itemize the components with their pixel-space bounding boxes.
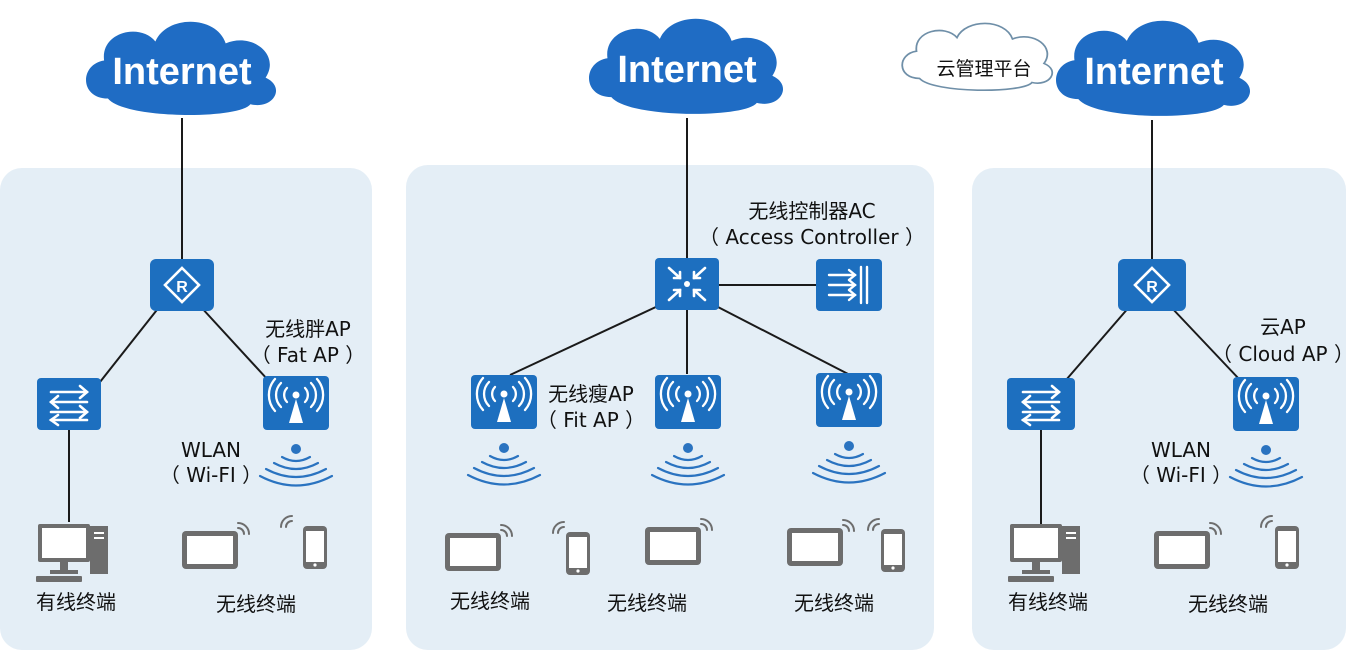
phone-icon: [1275, 526, 1299, 569]
fit-ap-label: 无线瘦AP: [548, 382, 634, 406]
wireless-ap-icon: [816, 373, 882, 427]
switch-icon: [37, 378, 101, 430]
wired-terminal-label: 有线终端: [1008, 590, 1088, 614]
wifi-signal-icon: [650, 443, 726, 486]
router-icon: R: [150, 259, 214, 311]
internet-label: Internet: [112, 51, 252, 93]
cloud-ap-label-en: （ Cloud AP ）: [1212, 342, 1354, 366]
connection-lines: [68, 118, 1241, 524]
wifi-signal-icon: [466, 443, 542, 486]
phone-icon: [303, 526, 327, 569]
tablet-icon: [182, 531, 238, 569]
phone-icon: [881, 529, 905, 572]
internet-label: Internet: [1084, 51, 1224, 93]
cloud-platform-label: 云管理平台: [936, 58, 1031, 80]
wireless-terminal-label: 无线终端: [216, 592, 296, 616]
internet-label: Internet: [617, 49, 757, 91]
wlan-label-en: （ Wi-FI ）: [1130, 463, 1232, 487]
fit-ap-label-en: （ Fit AP ）: [537, 408, 645, 432]
fat-ap-label: 无线胖AP: [265, 317, 351, 341]
controller-label-en: （ Access Controller ）: [699, 225, 925, 249]
ap-layer: [258, 373, 1304, 488]
wired-terminal-label: 有线终端: [36, 590, 116, 614]
wireless-ap-icon: [1233, 377, 1299, 431]
wireless-ap-icon: [655, 375, 721, 429]
tablet-icon: [445, 533, 501, 571]
tablet-icon: [787, 528, 843, 566]
wifi-signal-icon: [811, 441, 887, 484]
cloud-platform-cloud: [901, 22, 1054, 92]
controller-label: 无线控制器AC: [748, 199, 875, 223]
router-icon: R: [1118, 259, 1186, 311]
svg-text:R: R: [176, 279, 188, 296]
wlan-label: WLAN: [181, 438, 241, 462]
cloud-ap-label: 云AP: [1260, 315, 1306, 339]
wireless-terminal-label: 无线终端: [794, 591, 874, 615]
wireless-terminal-label: 无线终端: [607, 591, 687, 615]
wireless-ap-icon: [471, 375, 537, 429]
wireless-ap-icon: [263, 376, 329, 430]
access-controller-icon: [816, 259, 882, 311]
wlan-label-en: （ Wi-FI ）: [160, 463, 262, 487]
svg-text:R: R: [1146, 279, 1158, 296]
tablet-icon: [645, 527, 701, 565]
wireless-terminal-label: 无线终端: [1188, 592, 1268, 616]
phone-icon: [566, 532, 590, 575]
wifi-signal-icon: [1228, 445, 1304, 488]
wifi-signal-icon: [258, 444, 334, 487]
tablet-icon: [1154, 531, 1210, 569]
wireless-terminal-label: 无线终端: [450, 589, 530, 613]
switch-icon: [1007, 378, 1075, 430]
ac-switch-icon: [655, 258, 719, 310]
fat-ap-label-en: （ Fat AP ）: [251, 343, 366, 367]
wlan-label: WLAN: [1151, 438, 1211, 462]
